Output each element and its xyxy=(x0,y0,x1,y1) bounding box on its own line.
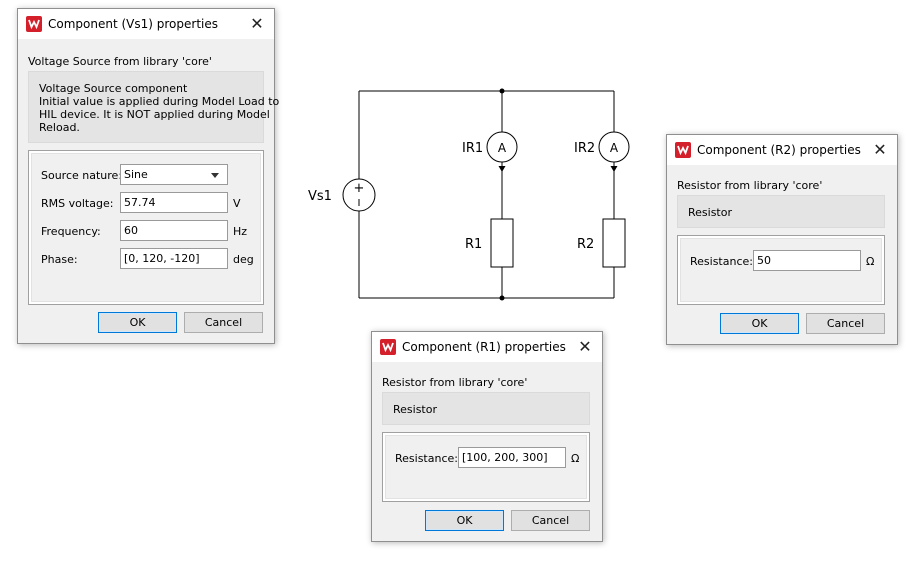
app-logo-icon xyxy=(675,142,691,158)
rms-voltage-unit: V xyxy=(233,197,241,210)
properties-panel: Source nature: Sine RMS voltage: V Frequ… xyxy=(28,150,264,305)
source-nature-select[interactable]: Sine xyxy=(120,164,228,185)
resistance-unit: Ω xyxy=(571,452,580,465)
component-description: Voltage Source component Initial value i… xyxy=(28,71,280,143)
library-subtitle: Resistor from library 'core' xyxy=(382,376,528,389)
voltage-source-icon[interactable]: + xyxy=(342,178,376,212)
resistance-unit: Ω xyxy=(866,255,875,268)
ir2-label: IR2 xyxy=(574,141,595,156)
phase-input[interactable] xyxy=(120,248,228,269)
junction-node-top xyxy=(499,88,505,94)
ir1-ammeter-letter: A xyxy=(498,141,507,155)
ir1-arrow-icon xyxy=(498,166,506,172)
close-icon[interactable]: ✕ xyxy=(578,337,592,356)
library-subtitle: Resistor from library 'core' xyxy=(677,179,823,192)
ok-button[interactable]: OK xyxy=(98,312,177,333)
r2-label: R2 xyxy=(577,237,594,252)
library-subtitle: Voltage Source from library 'core' xyxy=(28,55,212,68)
r1-properties-dialog: Component (R1) properties ✕ Resistor fro… xyxy=(371,331,603,542)
ir2-arrow-icon xyxy=(610,166,618,172)
close-icon[interactable]: ✕ xyxy=(250,14,264,33)
resistor-icon[interactable] xyxy=(490,218,514,268)
component-description: Resistor xyxy=(382,392,590,425)
cancel-button[interactable]: Cancel xyxy=(806,313,885,334)
app-logo-icon xyxy=(380,339,396,355)
source-nature-value: Sine xyxy=(124,168,148,181)
vs1-plus-sign: + xyxy=(354,181,365,196)
description-line: HIL device. It is NOT applied during Mod… xyxy=(39,108,270,121)
resistance-input[interactable] xyxy=(458,447,566,468)
rms-voltage-input[interactable] xyxy=(120,192,228,213)
r1-label: R1 xyxy=(465,237,482,252)
dialog-titlebar[interactable]: Component (Vs1) properties ✕ xyxy=(18,9,274,39)
ok-button[interactable]: OK xyxy=(425,510,504,531)
resistance-input[interactable] xyxy=(753,250,861,271)
vs1-properties-dialog: Component (Vs1) properties ✕ Voltage Sou… xyxy=(17,8,280,344)
rms-voltage-label: RMS voltage: xyxy=(41,197,114,210)
junction-node-bottom xyxy=(499,295,505,301)
dialog-titlebar[interactable]: Component (R1) properties ✕ xyxy=(372,332,602,362)
phase-unit: deg xyxy=(233,253,254,266)
dialog-title: Component (Vs1) properties xyxy=(48,17,218,31)
resistor-icon[interactable] xyxy=(602,218,626,268)
ir2-ammeter-letter: A xyxy=(610,141,619,155)
ammeter-icon[interactable]: A xyxy=(486,131,518,172)
description-line: Reload. xyxy=(39,121,80,134)
ok-button[interactable]: OK xyxy=(720,313,799,334)
description-line: Resistor xyxy=(393,403,437,416)
close-icon[interactable]: ✕ xyxy=(873,140,887,159)
component-description: Resistor xyxy=(677,195,885,228)
description-line: Resistor xyxy=(688,206,732,219)
properties-panel: Resistance: Ω xyxy=(382,432,590,502)
description-line: Voltage Source component xyxy=(39,82,188,95)
frequency-unit: Hz xyxy=(233,225,248,238)
frequency-label: Frequency: xyxy=(41,225,101,238)
chevron-down-icon xyxy=(211,173,219,178)
resistance-label: Resistance: xyxy=(395,452,458,465)
r2-properties-dialog: Component (R2) properties ✕ Resistor fro… xyxy=(666,134,898,345)
phase-label: Phase: xyxy=(41,253,78,266)
cancel-button[interactable]: Cancel xyxy=(511,510,590,531)
frequency-input[interactable] xyxy=(120,220,228,241)
app-logo-icon xyxy=(26,16,42,32)
dialog-title: Component (R1) properties xyxy=(402,340,566,354)
source-nature-label: Source nature: xyxy=(41,169,123,182)
description-line: Initial value is applied during Model Lo… xyxy=(39,95,280,108)
dialog-title: Component (R2) properties xyxy=(697,143,861,157)
properties-panel: Resistance: Ω xyxy=(677,235,885,305)
ir1-label: IR1 xyxy=(462,141,483,156)
vs1-label: Vs1 xyxy=(308,189,332,204)
resistance-label: Resistance: xyxy=(690,255,753,268)
cancel-button[interactable]: Cancel xyxy=(184,312,263,333)
dialog-titlebar[interactable]: Component (R2) properties ✕ xyxy=(667,135,897,165)
ammeter-icon[interactable]: A xyxy=(598,131,630,172)
